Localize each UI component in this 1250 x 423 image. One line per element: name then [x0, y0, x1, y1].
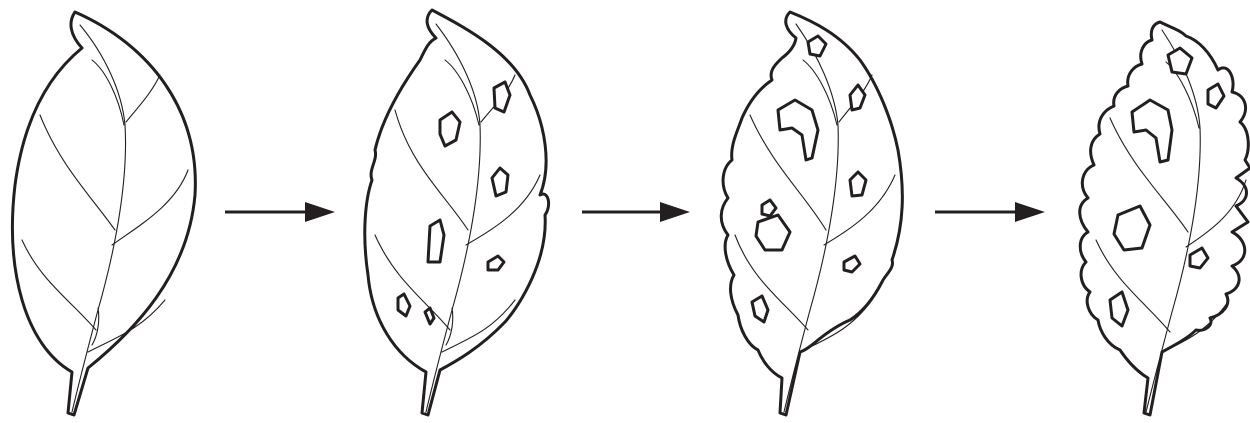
leaf-hole — [440, 112, 460, 146]
leaf-hole — [850, 172, 866, 196]
heavily-eaten-leaf — [1080, 22, 1250, 415]
leaf-hole — [428, 220, 444, 262]
progression-arrow-1 — [225, 202, 335, 222]
progression-arrow-2 — [582, 202, 690, 222]
moderately-eaten-leaf — [721, 12, 902, 415]
leaf-outline — [721, 12, 902, 415]
healthy-leaf — [12, 12, 195, 415]
leaf-outline — [365, 10, 549, 415]
slightly-eaten-leaf — [365, 10, 549, 415]
leaf-outline — [1080, 22, 1250, 415]
progression-arrow-3 — [935, 202, 1045, 222]
